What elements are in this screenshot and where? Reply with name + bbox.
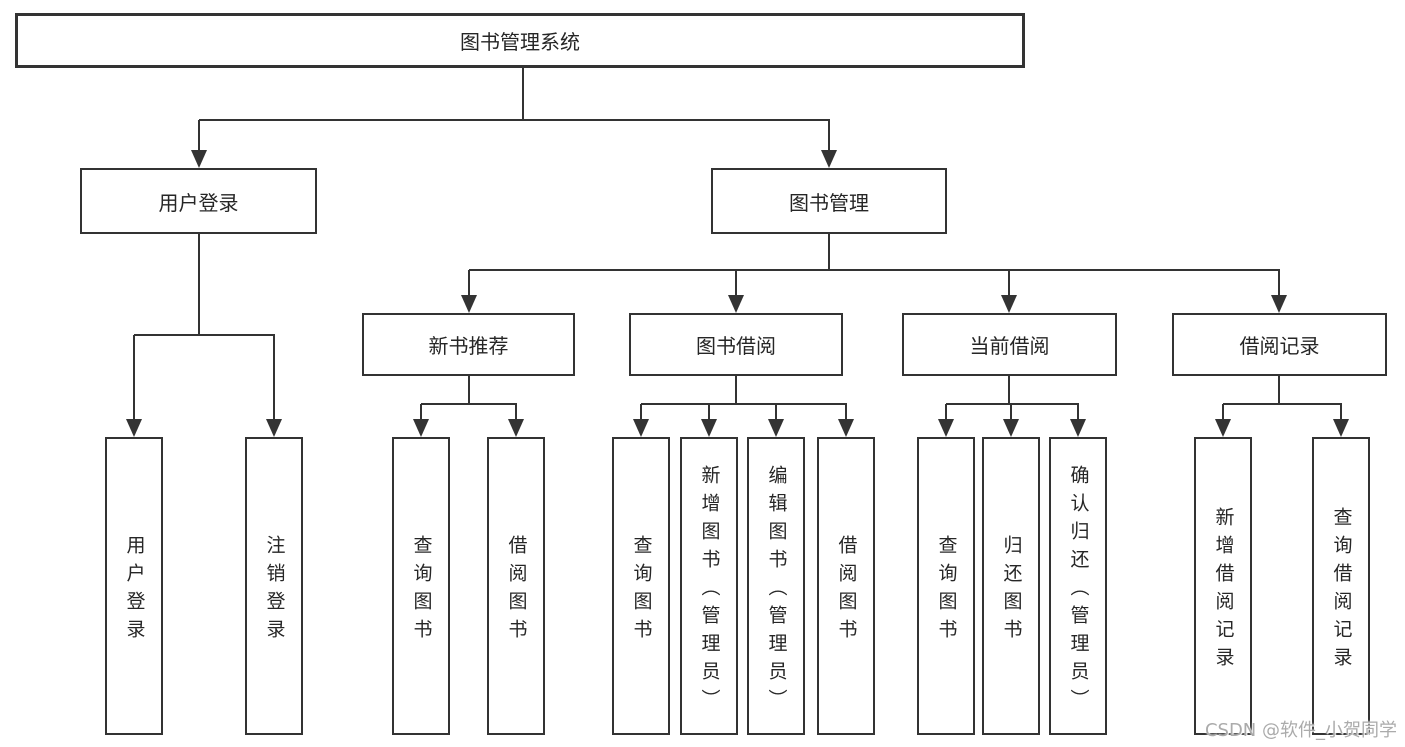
- arrow-br-add-record: [1215, 404, 1231, 437]
- leaf-nb-query-books-label: 查询图书: [410, 534, 433, 647]
- leaf-bb-edit-books-admin-label: 编辑图书（管理员）: [765, 464, 788, 717]
- leaf-cb-query-books: 查询图书: [917, 437, 975, 735]
- leaf-bb-edit-books-admin: 编辑图书（管理员）: [747, 437, 805, 735]
- node-current-borrow: 当前借阅: [902, 313, 1117, 376]
- leaf-user-login-label: 用户登录: [123, 534, 146, 647]
- leaf-user-login: 用户登录: [105, 437, 163, 735]
- node-borrow-records: 借阅记录: [1172, 313, 1387, 376]
- leaf-br-query-record-label: 查询借阅记录: [1330, 506, 1353, 675]
- arrow-nb-query-books: [413, 404, 429, 437]
- node-root: 图书管理系统: [15, 13, 1025, 68]
- arrow-bb-query-books: [633, 404, 649, 437]
- connector-current-borrow-bar: [946, 403, 1079, 405]
- leaf-nb-borrow-books: 借阅图书: [487, 437, 545, 735]
- connector-book-mgmt-stem: [828, 234, 830, 270]
- leaf-br-add-record: 新增借阅记录: [1194, 437, 1252, 735]
- arrow-bb-borrow-books: [838, 404, 854, 437]
- arrow-bb-edit-books: [768, 404, 784, 437]
- arrow-to-book-borrow: [728, 270, 744, 313]
- leaf-br-add-record-label: 新增借阅记录: [1212, 506, 1235, 675]
- arrow-to-user-login: [191, 120, 207, 168]
- node-user-login: 用户登录: [80, 168, 317, 234]
- leaf-cb-confirm-return-admin: 确认归还（管理员）: [1049, 437, 1107, 735]
- connector-new-books-bar: [421, 403, 517, 405]
- leaf-bb-query-books-label: 查询图书: [630, 534, 653, 647]
- arrow-nb-borrow-books: [508, 404, 524, 437]
- arrow-br-query-record: [1333, 404, 1349, 437]
- arrow-cb-confirm-return: [1070, 404, 1086, 437]
- arrow-to-book-mgmt: [821, 120, 837, 168]
- node-book-mgmt-label: 图书管理: [789, 190, 869, 215]
- leaf-cb-return-books-label: 归还图书: [1000, 534, 1023, 647]
- csdn-watermark: CSDN @软件_小贺同学: [1204, 720, 1397, 741]
- connector-root-bar: [199, 119, 830, 121]
- node-user-login-label: 用户登录: [158, 190, 239, 215]
- arrow-to-current-borrow: [1001, 270, 1017, 313]
- leaf-bb-add-books-admin: 新增图书（管理员）: [680, 437, 738, 735]
- leaf-nb-query-books: 查询图书: [392, 437, 450, 735]
- leaf-bb-add-books-admin-label: 新增图书（管理员）: [698, 464, 721, 717]
- connector-user-login-stem: [198, 234, 200, 335]
- node-book-mgmt: 图书管理: [711, 168, 947, 234]
- connector-root-stem: [522, 68, 524, 120]
- leaf-cb-return-books: 归还图书: [982, 437, 1040, 735]
- node-new-books: 新书推荐: [362, 313, 575, 376]
- leaf-br-query-record: 查询借阅记录: [1312, 437, 1370, 735]
- connector-new-books-stem: [468, 376, 470, 404]
- arrow-to-new-books: [461, 270, 477, 313]
- connector-borrow-records-bar: [1223, 403, 1342, 405]
- node-borrow-records-label: 借阅记录: [1239, 334, 1320, 358]
- arrow-to-leaf-user-login: [126, 335, 142, 437]
- node-book-borrow: 图书借阅: [629, 313, 843, 376]
- node-current-borrow-label: 当前借阅: [969, 334, 1050, 358]
- leaf-bb-borrow-books-label: 借阅图书: [835, 534, 858, 647]
- node-new-books-label: 新书推荐: [428, 334, 509, 358]
- arrow-cb-return-books: [1003, 404, 1019, 437]
- arrow-to-leaf-logout: [266, 335, 282, 437]
- leaf-logout-label: 注销登录: [263, 534, 286, 647]
- arrow-to-borrow-records: [1271, 270, 1287, 313]
- arrow-bb-add-books: [701, 404, 717, 437]
- arrow-cb-query-books: [938, 404, 954, 437]
- leaf-nb-borrow-books-label: 借阅图书: [505, 534, 528, 647]
- node-book-borrow-label: 图书借阅: [696, 334, 776, 358]
- node-root-label: 图书管理系统: [460, 30, 580, 54]
- connector-book-borrow-stem: [735, 376, 737, 404]
- connector-book-borrow-bar: [641, 403, 847, 405]
- connector-book-mgmt-bar: [469, 269, 1280, 271]
- leaf-cb-confirm-return-admin-label: 确认归还（管理员）: [1067, 464, 1090, 717]
- leaf-bb-borrow-books: 借阅图书: [817, 437, 875, 735]
- connector-current-borrow-stem: [1008, 376, 1010, 404]
- connector-borrow-records-stem: [1278, 376, 1280, 404]
- connector-user-login-bar: [134, 334, 275, 336]
- leaf-logout: 注销登录: [245, 437, 303, 735]
- leaf-bb-query-books: 查询图书: [612, 437, 670, 735]
- leaf-cb-query-books-label: 查询图书: [935, 534, 958, 647]
